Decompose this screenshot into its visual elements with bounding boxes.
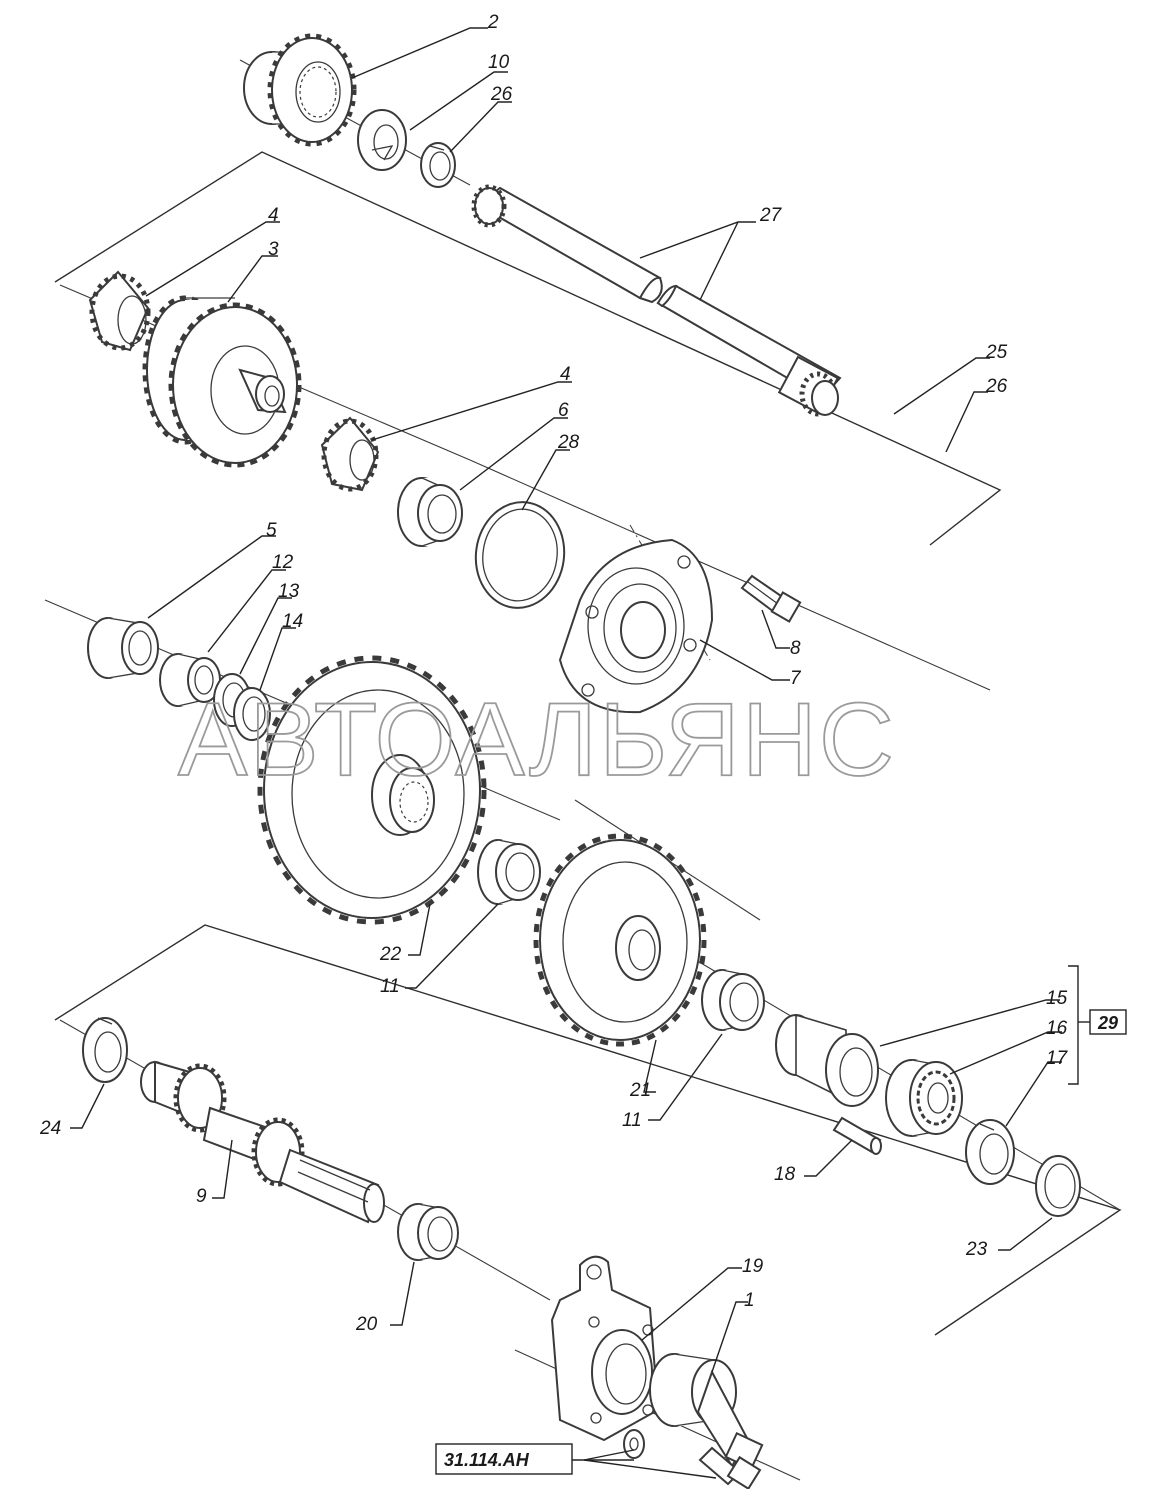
part-6-bushing: [397, 477, 463, 547]
group-outlines: [54, 151, 1122, 1336]
callout-9: 9: [196, 1186, 207, 1207]
part-17-lock-washer: [965, 1119, 1015, 1185]
callout-26-right: 26: [985, 376, 1008, 397]
watermark-text: АВТОАЛЬЯНС: [178, 682, 896, 798]
part-23-circlip: [1035, 1155, 1081, 1217]
part-20-bushing: [397, 1203, 459, 1261]
reference-box: 31.114.AH: [435, 1443, 573, 1475]
part-5-needle-bearing: [87, 617, 159, 679]
callout-27: 27: [759, 205, 783, 226]
callout-15: 15: [1046, 988, 1068, 1009]
callout-labels: 2 10 26 27 4 3 4 6 28 25 26 5 12 13 14 8…: [39, 12, 1069, 1335]
part-24-circlip: [82, 1017, 128, 1083]
callout-7: 7: [790, 668, 802, 689]
part-4-splined-bevel-left: [88, 270, 151, 352]
assembly-number: 29: [1097, 1013, 1118, 1033]
part-8-bolt: [740, 574, 802, 623]
part-3-double-gear: [142, 295, 302, 468]
callout-17: 17: [1046, 1048, 1069, 1069]
part-14-ring: [233, 687, 271, 741]
callout-6: 6: [558, 400, 569, 421]
callout-2: 2: [487, 12, 499, 33]
callout-16: 16: [1046, 1018, 1068, 1039]
part-19-bracket-housing: [550, 1255, 660, 1442]
callout-23: 23: [965, 1239, 988, 1260]
callout-18: 18: [774, 1164, 796, 1185]
callout-4-left: 4: [268, 205, 279, 226]
callout-11-upper: 11: [380, 976, 400, 997]
part-11-bushing-upper: [477, 839, 541, 905]
callout-8: 8: [790, 638, 801, 659]
callout-5: 5: [266, 520, 277, 541]
part-12-spacer: [159, 653, 221, 707]
part-22-large-gear: [257, 655, 487, 925]
part-10-lock-washer: [357, 109, 407, 171]
callout-20: 20: [355, 1314, 378, 1335]
washer-and-bolt: [623, 1429, 762, 1489]
reference-number: 31.114.AH: [444, 1450, 530, 1470]
callout-10: 10: [488, 52, 510, 73]
callout-24: 24: [39, 1118, 61, 1139]
callout-4-middle: 4: [560, 364, 571, 385]
callout-12: 12: [272, 552, 294, 573]
callout-1: 1: [744, 1290, 755, 1311]
part-2-splined-gear: [243, 33, 357, 147]
callout-14: 14: [282, 611, 303, 632]
leader-lines: [70, 27, 1079, 1479]
callout-25: 25: [985, 342, 1008, 363]
callout-11-lower: 11: [622, 1110, 642, 1131]
part-28-o-ring: [474, 501, 566, 609]
callout-19: 19: [742, 1256, 764, 1277]
part-1-stub-shaft: [649, 1353, 764, 1471]
callout-13: 13: [278, 581, 300, 602]
callout-21: 21: [629, 1080, 651, 1101]
callout-28: 28: [557, 432, 580, 453]
part-9-splined-shaft: [140, 1060, 385, 1224]
part-21-gear: [533, 833, 707, 1047]
part-11-bushing-lower: [701, 969, 765, 1031]
assembly-box-29: 29: [1078, 1009, 1127, 1035]
callout-22: 22: [379, 944, 402, 965]
part-16-ball-bearing: [885, 1059, 963, 1137]
part-7-flange-cover: [558, 538, 714, 714]
part-18-pin: [832, 1116, 882, 1155]
callout-26-top: 26: [490, 84, 513, 105]
callout-3: 3: [268, 239, 279, 260]
part-27-splined-shaft: [471, 184, 842, 417]
part-26-circlip: [420, 142, 456, 188]
part-15-sleeve: [775, 1013, 879, 1107]
part-4-splined-bevel-middle: [320, 416, 380, 492]
